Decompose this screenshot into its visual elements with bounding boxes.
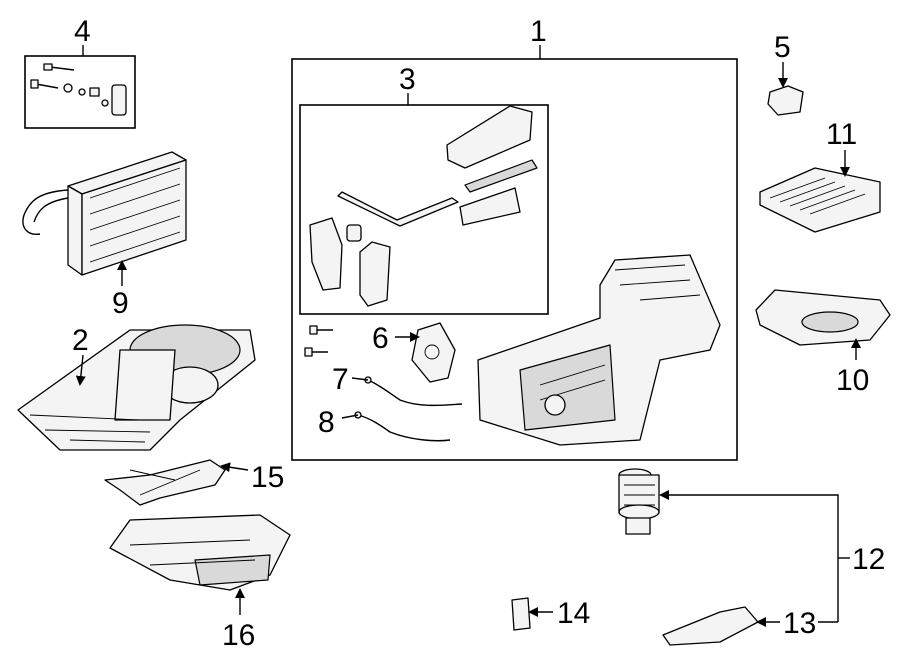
case-components-box xyxy=(299,104,549,315)
part-16-tray xyxy=(109,514,291,591)
callout-15: 15 xyxy=(251,461,284,494)
callout-8: 8 xyxy=(318,406,335,439)
callout-12: 12 xyxy=(852,543,885,576)
callout-14: 14 xyxy=(557,597,590,630)
callout-13: 13 xyxy=(783,607,816,640)
leader-8 xyxy=(341,414,359,419)
leader-2 xyxy=(75,354,86,386)
part-8-cable xyxy=(357,414,451,442)
callout-2: 2 xyxy=(72,324,89,357)
part-6-actuator xyxy=(411,322,456,383)
part-2-lower-case xyxy=(17,324,256,451)
leader-7 xyxy=(351,377,369,381)
part-1-hvac-module xyxy=(477,254,721,446)
part-3-case-components xyxy=(309,105,538,307)
part-7-cable xyxy=(367,379,463,407)
callout-11: 11 xyxy=(826,118,857,151)
leader-15 xyxy=(220,462,249,473)
callout-5: 5 xyxy=(774,31,791,64)
callout-10: 10 xyxy=(836,364,869,397)
part-9-evaporator-core xyxy=(22,151,187,276)
part-12-blower-motor xyxy=(618,468,660,535)
callout-6: 6 xyxy=(372,322,389,355)
part-5-sensor xyxy=(767,85,804,116)
part-11-air-filter xyxy=(759,167,881,233)
part-10-filter-housing xyxy=(755,289,891,346)
callout-1: 1 xyxy=(530,15,547,48)
part-13-gasket xyxy=(662,606,759,646)
callout-9: 9 xyxy=(112,287,129,320)
bolts xyxy=(304,325,333,357)
callout-7: 7 xyxy=(332,363,349,396)
callout-16: 16 xyxy=(222,619,255,652)
part-4-expansion-valve-kit xyxy=(30,63,127,116)
part-15-pipe-assembly xyxy=(104,459,226,506)
part-14-resistor xyxy=(511,597,531,631)
callout-4: 4 xyxy=(74,15,91,48)
expansion-valve-kit-box xyxy=(24,55,136,129)
leader-12 xyxy=(659,490,839,558)
callout-3: 3 xyxy=(399,63,416,96)
heater-ac-module-box xyxy=(291,58,738,461)
